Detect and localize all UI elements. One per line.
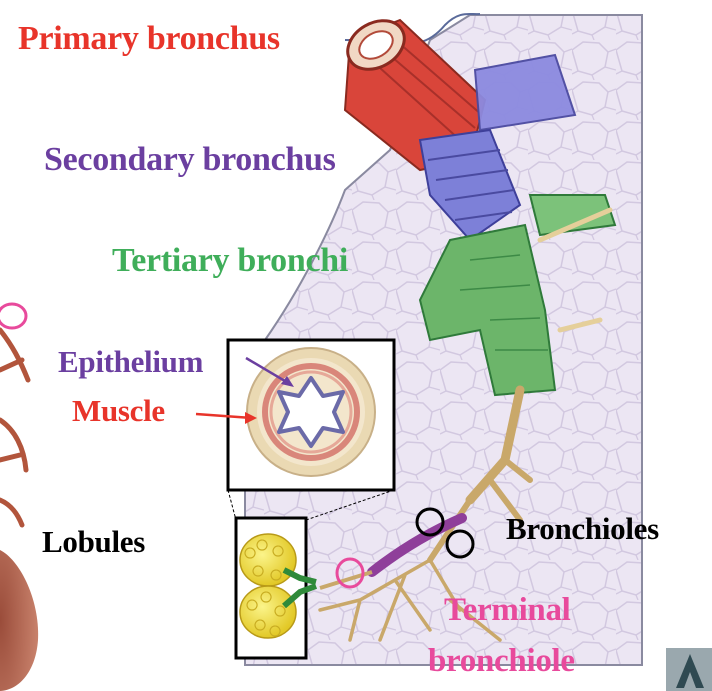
secondary-bronchus-shape bbox=[418, 53, 577, 242]
inset-guide-line-1 bbox=[227, 489, 237, 521]
terminal-bronchiole-shape bbox=[367, 513, 467, 577]
cross-section-inset bbox=[226, 338, 396, 492]
lobules-inset bbox=[234, 516, 318, 660]
label-tertiary-bronchi: Tertiary bronchi bbox=[112, 242, 349, 279]
bronchiole-branches bbox=[318, 207, 613, 642]
inset-guide-line-2 bbox=[305, 489, 395, 521]
muscle-arrow bbox=[195, 412, 257, 424]
terminal-marker-circle bbox=[335, 557, 365, 589]
label-muscle: Muscle bbox=[72, 393, 165, 428]
epithelium-arrow bbox=[245, 356, 294, 387]
label-epithelium: Epithelium bbox=[58, 344, 204, 379]
primary-bronchus-shape bbox=[343, 18, 487, 172]
bronchiole-marker-circle-2 bbox=[445, 529, 475, 559]
label-secondary-bronchus: Secondary bronchus bbox=[44, 141, 336, 178]
side-marker-circle bbox=[0, 302, 28, 330]
label-terminal-line1: Terminal bbox=[444, 592, 571, 628]
label-terminal-line2: bronchiole bbox=[428, 643, 575, 679]
side-lung-fragment bbox=[0, 302, 39, 691]
label-primary-bronchus: Primary bronchus bbox=[18, 20, 280, 57]
publisher-logo-icon bbox=[666, 648, 712, 691]
bronchiole-marker-circle-1 bbox=[415, 507, 445, 537]
tertiary-bronchi-shape bbox=[418, 194, 617, 397]
label-lobules: Lobules bbox=[42, 524, 145, 559]
label-bronchioles: Bronchioles bbox=[506, 511, 659, 546]
